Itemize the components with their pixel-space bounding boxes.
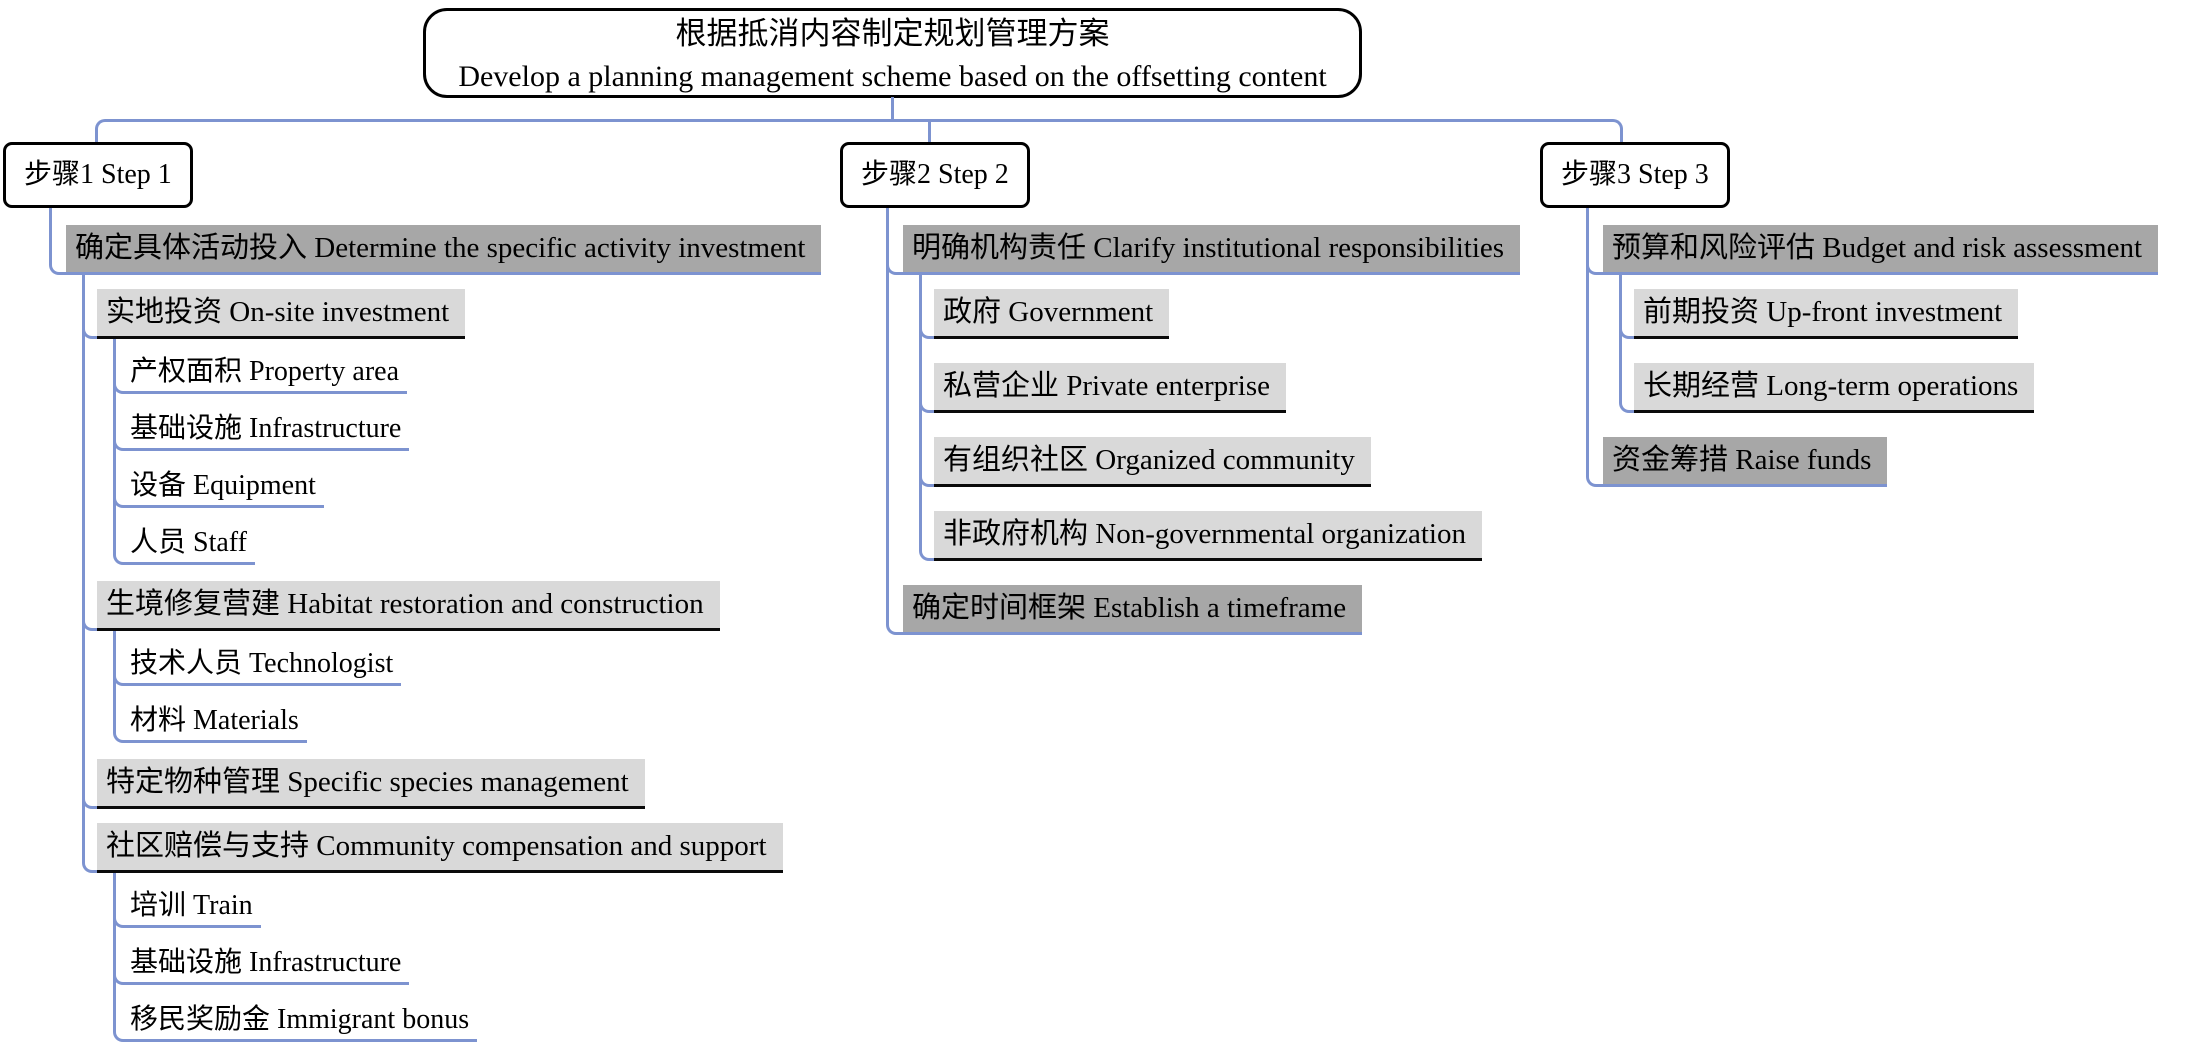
tree-branch-staff: 人员 Staff (128, 524, 821, 565)
node-technologist: 技术人员 Technologist (128, 645, 402, 686)
tree-branch-immigrant-bonus: 移民奖励金 Immigrant bonus (128, 1001, 821, 1042)
node-longterm-operations: 长期经营 Long-term operations (1634, 363, 2035, 413)
step2-column: 步骤2 Step 2 明确机构责任 Clarify institutional r… (840, 142, 1521, 649)
node-materials: 材料 Materials (128, 702, 307, 743)
node-upfront-investment: 前期投资 Up-front investment (1634, 289, 2019, 339)
node-government: 政府 Government (934, 289, 1170, 339)
step-box-2: 步骤2 Step 2 (840, 142, 1030, 208)
node-infrastructure: 基础设施 Infrastructure (128, 410, 410, 451)
step-box-3: 步骤3 Step 3 (1540, 142, 1730, 208)
tree-branch-clarify-institutional-responsibilities: 明确机构责任 Clarify institutional responsibil… (903, 225, 1521, 561)
root-title-box: 根据抵消内容制定规划管理方案 Develop a planning manage… (423, 8, 1362, 98)
node-specific-species-management: 特定物种管理 Specific species management (97, 759, 645, 809)
tree-branch-property-area: 产权面积 Property area (128, 353, 821, 394)
children-of-step-1: 确定具体活动投入 Determine the specific activity… (3, 225, 822, 1042)
node-establish-a-timeframe: 确定时间框架 Establish a timeframe (903, 585, 1363, 635)
tree-branch-longterm-operations: 长期经营 Long-term operations (1634, 363, 2158, 413)
node-habitat-restoration-and-construction: 生境修复营建 Habitat restoration and construct… (97, 581, 720, 631)
tree-branch-train: 培训 Train (128, 887, 821, 928)
tree-branch-establish-a-timeframe: 确定时间框架 Establish a timeframe (903, 585, 1520, 635)
step3-column: 步骤3 Step 3 预算和风险评估 Budget and risk assess… (1540, 142, 2159, 501)
node-private-enterprise: 私营企业 Private enterprise (934, 363, 1286, 413)
tree-branch-infrastructure: 基础设施 Infrastructure (128, 944, 821, 985)
tree-branch-nongovernmental-organization: 非政府机构 Non-governmental organization (934, 511, 1520, 561)
step1-column: 步骤1 Step 1 确定具体活动投入 Determine the specifi… (3, 142, 822, 1056)
step-box-1: 步骤1 Step 1 (3, 142, 193, 208)
tree-branch-raise-funds: 资金筹措 Raise funds (1603, 437, 2158, 487)
node-community-compensation-and-support: 社区赔偿与支持 Community compensation and suppo… (97, 823, 783, 873)
children-of-habitat-restoration-and-construction: 技术人员 Technologist 材料 Materials (97, 645, 821, 743)
node-determine-the-specific-activity-investment: 确定具体活动投入 Determine the specific activity… (66, 225, 822, 275)
tree-branch-specific-species-management: 特定物种管理 Specific species management (97, 759, 821, 809)
node-nongovernmental-organization: 非政府机构 Non-governmental organization (934, 511, 1482, 561)
tree-branch-budget-and-risk-assessment: 预算和风险评估 Budget and risk assessment 前期投资 U… (1603, 225, 2159, 413)
node-train: 培训 Train (128, 887, 261, 928)
tree-branch-equipment: 设备 Equipment (128, 467, 821, 508)
connector-corner-right (1609, 119, 1623, 143)
tree-branch-materials: 材料 Materials (128, 702, 821, 743)
tree-branch-determine-the-specific-activity-investment: 确定具体活动投入 Determine the specific activity… (66, 225, 822, 1042)
tree-branch-onsite-investment: 实地投资 On-site investment 产权面积 Property are… (97, 289, 821, 565)
root-title-zh: 根据抵消内容制定规划管理方案 (675, 16, 1110, 51)
root-title-en: Develop a planning management scheme bas… (458, 60, 1327, 93)
children-of-determine-the-specific-activity-investment: 实地投资 On-site investment 产权面积 Property are… (66, 289, 821, 1042)
children-of-onsite-investment: 产权面积 Property area 基础设施 Infrastructure 设备 … (97, 353, 821, 565)
children-of-community-compensation-and-support: 培训 Train 基础设施 Infrastructure 移民奖励金 Immigra… (97, 887, 821, 1042)
node-immigrant-bonus: 移民奖励金 Immigrant bonus (128, 1001, 478, 1042)
node-clarify-institutional-responsibilities: 明确机构责任 Clarify institutional responsibil… (903, 225, 1521, 275)
connector-corner-left (95, 119, 109, 143)
node-organized-community: 有组织社区 Organized community (934, 437, 1371, 487)
node-onsite-investment: 实地投资 On-site investment (97, 289, 466, 339)
node-equipment: 设备 Equipment (128, 467, 324, 508)
tree-branch-upfront-investment: 前期投资 Up-front investment (1634, 289, 2158, 339)
tree-branch-government: 政府 Government (934, 289, 1520, 339)
node-budget-and-risk-assessment: 预算和风险评估 Budget and risk assessment (1603, 225, 2159, 275)
children-of-step-3: 预算和风险评估 Budget and risk assessment 前期投资 U… (1540, 225, 2159, 487)
node-infrastructure: 基础设施 Infrastructure (128, 944, 410, 985)
tree-branch-organized-community: 有组织社区 Organized community (934, 437, 1520, 487)
children-of-budget-and-risk-assessment: 前期投资 Up-front investment 长期经营 Long-term o… (1603, 289, 2158, 413)
node-raise-funds: 资金筹措 Raise funds (1603, 437, 1888, 487)
tree-branch-habitat-restoration-and-construction: 生境修复营建 Habitat restoration and construct… (97, 581, 821, 743)
tree-branch-community-compensation-and-support: 社区赔偿与支持 Community compensation and suppo… (97, 823, 821, 1042)
children-of-step-2: 明确机构责任 Clarify institutional responsibil… (840, 225, 1521, 635)
connector-root-drop (891, 97, 894, 120)
tree-branch-private-enterprise: 私营企业 Private enterprise (934, 363, 1520, 413)
children-of-clarify-institutional-responsibilities: 政府 Government 私营企业 Private enterprise 有组织社… (903, 289, 1520, 561)
connector-top-horizontal (107, 119, 1613, 122)
node-staff: 人员 Staff (128, 524, 255, 565)
tree-branch-infrastructure: 基础设施 Infrastructure (128, 410, 821, 451)
tree-branch-technologist: 技术人员 Technologist (128, 645, 821, 686)
connector-step2-drop (928, 119, 931, 143)
node-property-area: 产权面积 Property area (128, 353, 408, 394)
